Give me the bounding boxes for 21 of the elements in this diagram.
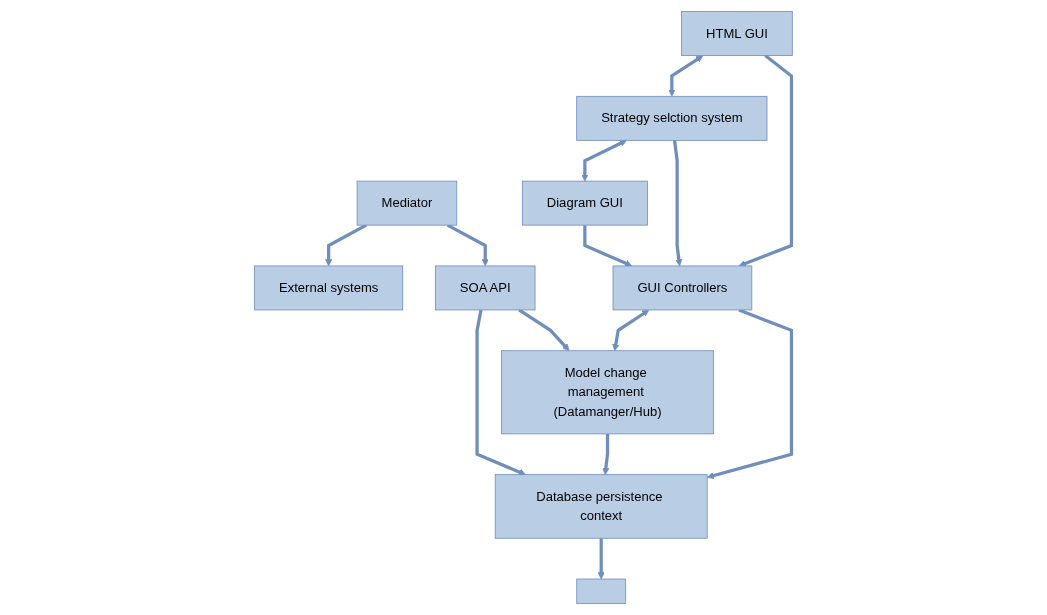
arrow [475, 309, 526, 476]
node-box: Mediator [356, 180, 458, 226]
arrow [602, 433, 610, 475]
node-box: Database persistence context [494, 474, 708, 539]
node-box: SOA API [435, 265, 536, 311]
arrow [581, 140, 627, 182]
arrow [518, 308, 570, 352]
arrow [673, 140, 683, 267]
node-box: Strategy selction system [576, 95, 768, 141]
node-box: GUI Controllers [612, 265, 753, 311]
node-box [576, 578, 627, 604]
node-box: HTML GUI [681, 11, 793, 56]
arrow [738, 54, 794, 267]
arrow [612, 309, 650, 352]
arrow [597, 538, 605, 580]
node-box: External systems [254, 265, 404, 311]
arrow [583, 225, 633, 267]
node-box: Diagram GUI [522, 180, 648, 226]
node-box: Model change management (Datamanger/Hub) [501, 350, 714, 435]
arrow [706, 308, 794, 480]
arrow [668, 55, 704, 97]
